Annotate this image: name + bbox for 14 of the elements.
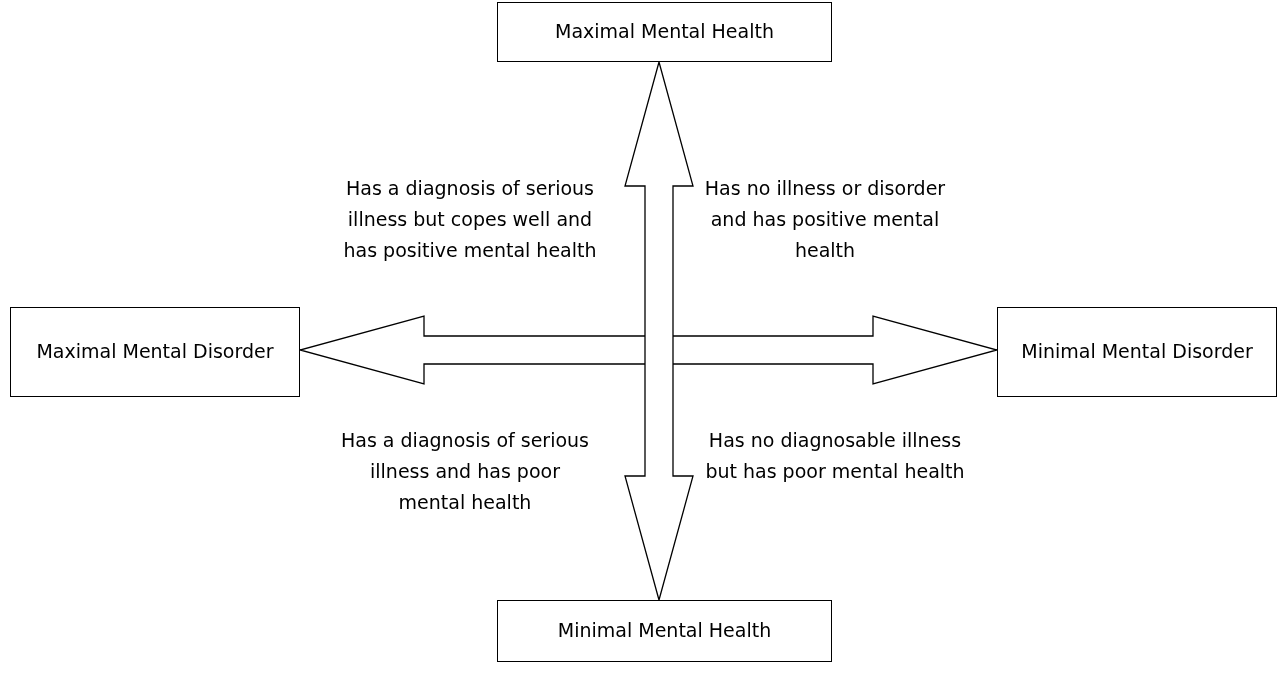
box-text: Maximal Mental Health <box>555 19 774 45</box>
double-arrow <box>624 59 694 603</box>
box-text: Minimal Mental Health <box>557 618 772 644</box>
quadrant-note: Has a diagnosis of serious illness but copes well and has positive mental health <box>342 176 598 263</box>
quadrant-note: Has no diagnosable illness but has poor mental health <box>704 428 966 484</box>
label-box <box>497 2 832 62</box>
quadrant-note: Has a diagnosis of serious illness and has poor mental health <box>340 428 590 515</box>
box-text: Minimal Mental Disorder <box>1021 339 1253 365</box>
label-box <box>997 307 1277 397</box>
label-box <box>10 307 300 397</box>
label-box <box>497 600 832 662</box>
double-arrow <box>297 315 1000 385</box>
quadrant-note: Has no illness or disorder and has positive mental health <box>703 176 947 263</box>
box-text: Maximal Mental Disorder <box>36 339 274 365</box>
